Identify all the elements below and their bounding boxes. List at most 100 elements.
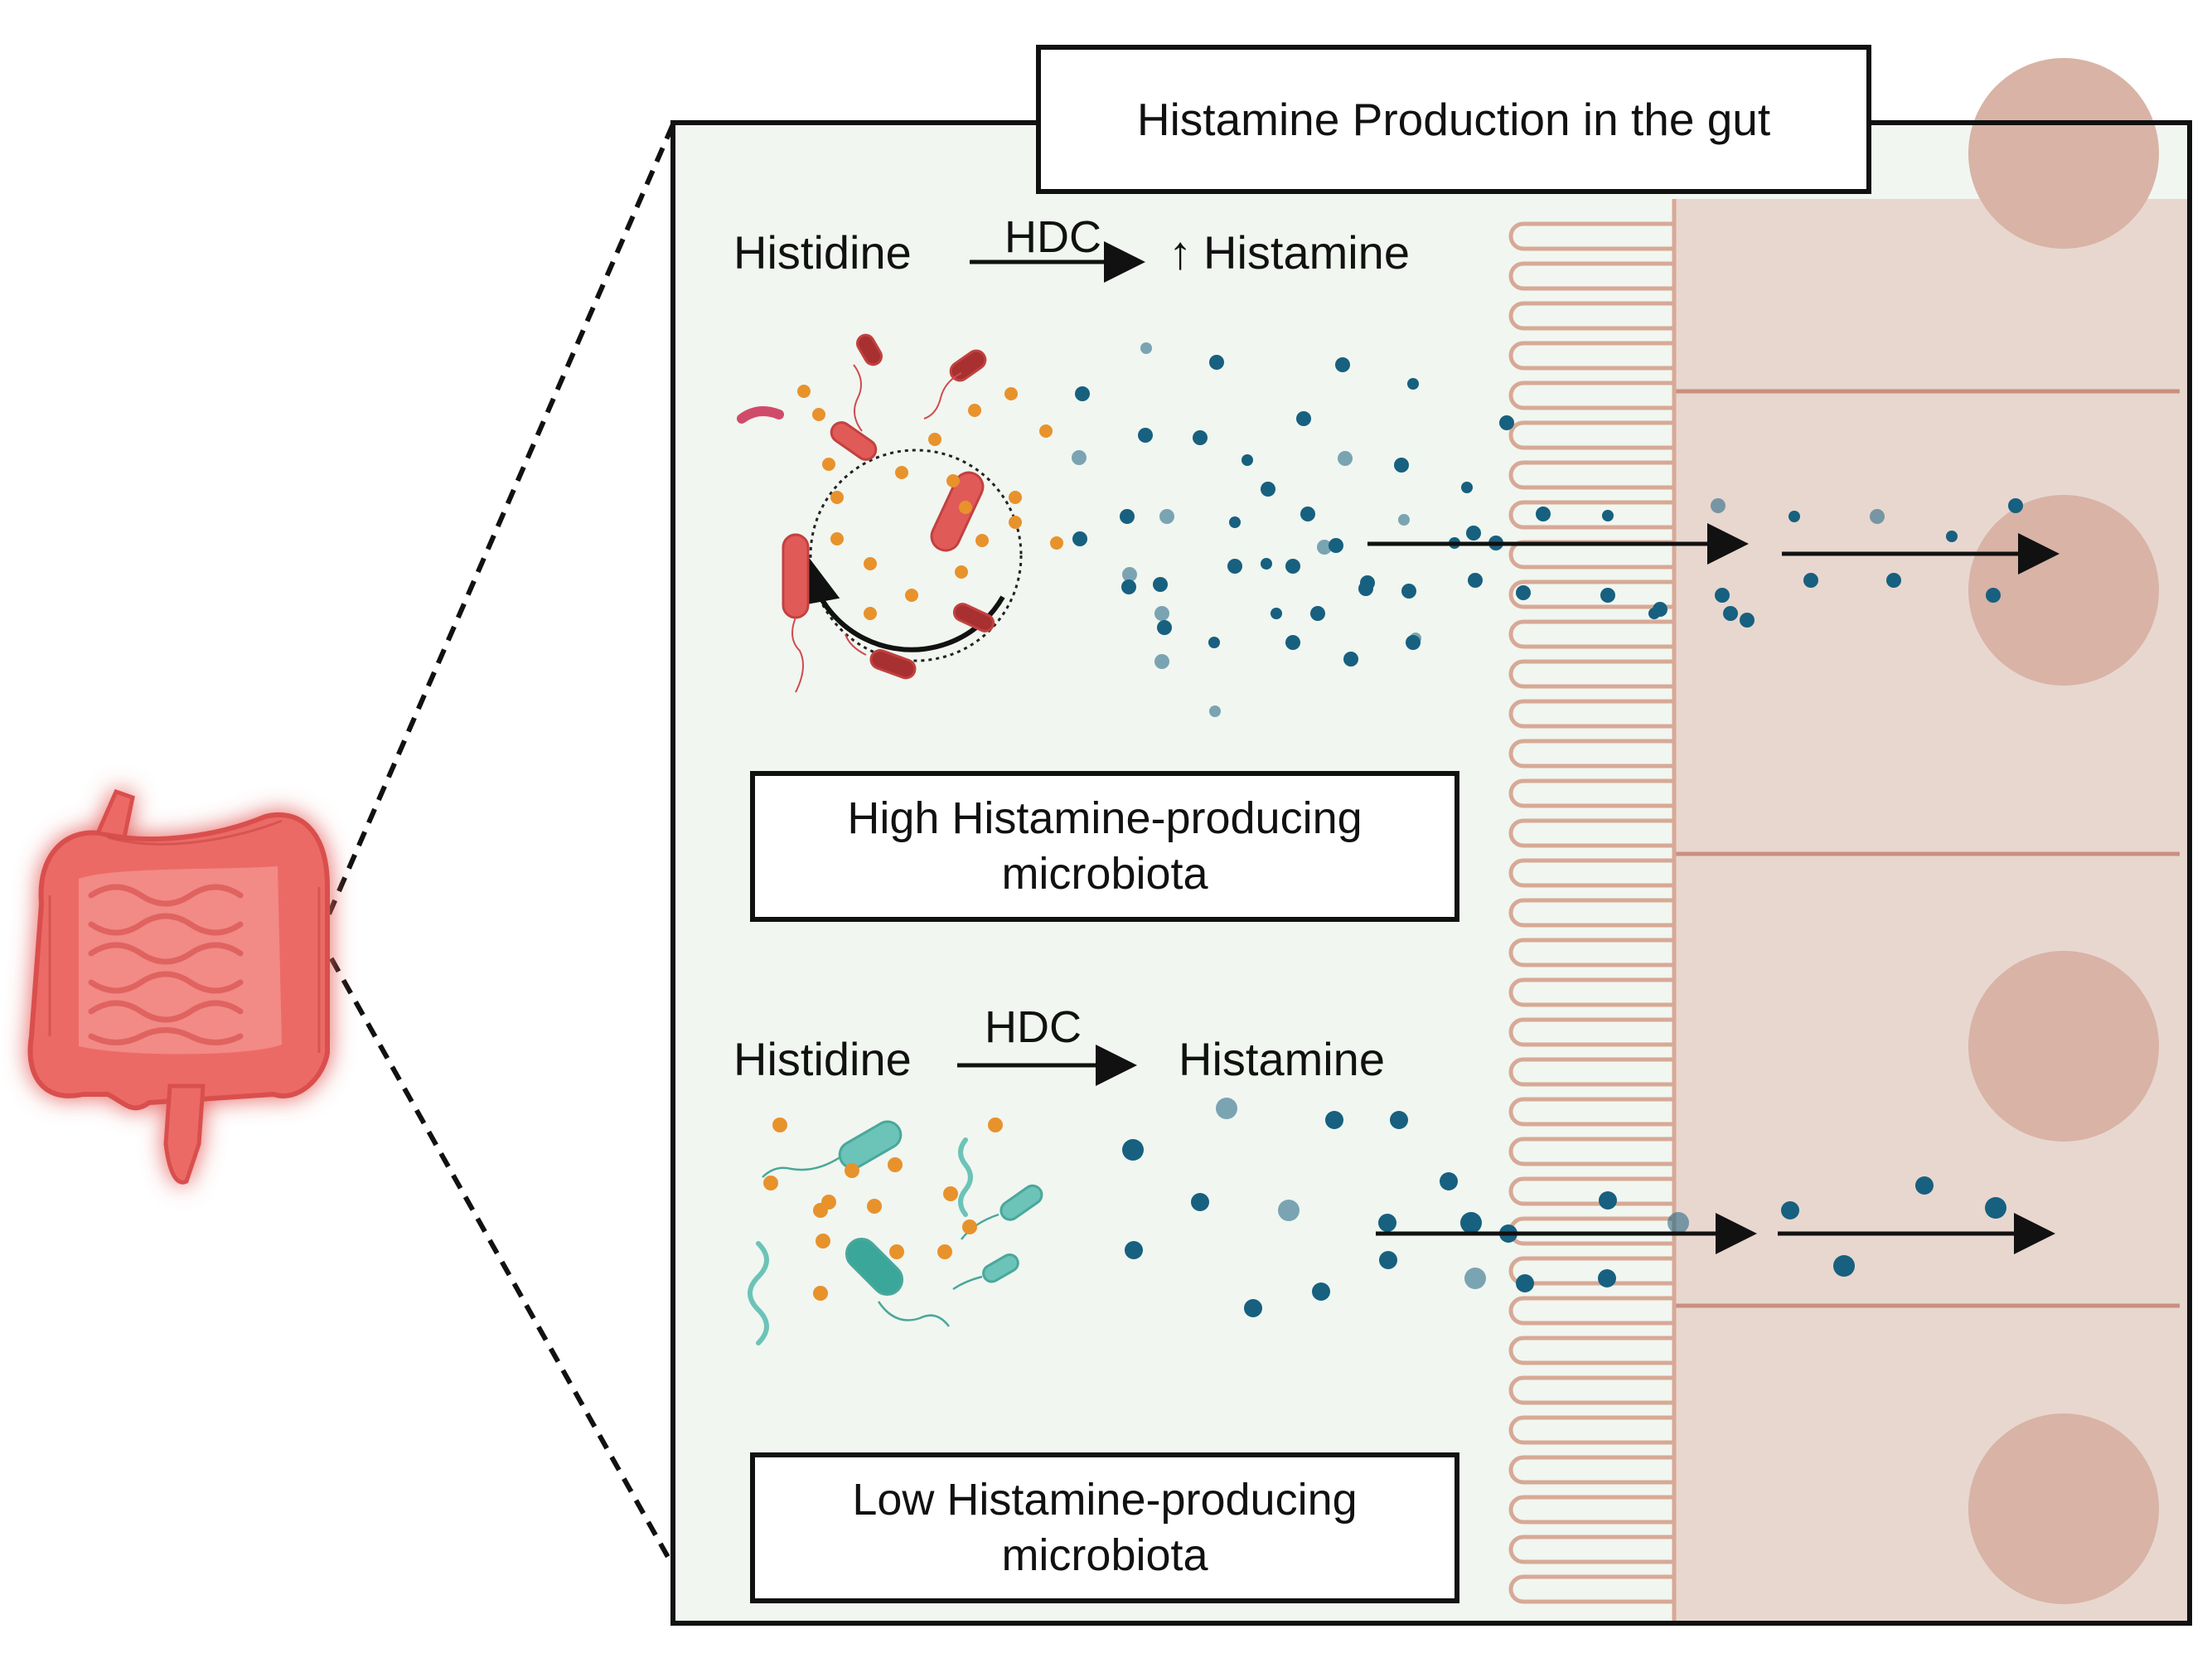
microvillus — [1508, 898, 1674, 928]
bacterium — [737, 406, 784, 424]
histamine-molecule — [1335, 357, 1350, 372]
histamine-molecule — [1401, 584, 1416, 599]
histamine-molecule — [1915, 1176, 1934, 1195]
histamine-molecule — [1325, 1111, 1343, 1129]
histamine-molecule — [1667, 1212, 1689, 1234]
histamine-molecule — [1440, 1172, 1458, 1190]
histamine-molecule — [1466, 526, 1481, 541]
histidine-molecule — [888, 1157, 903, 1172]
histidine-molecule — [772, 1118, 787, 1132]
histamine-molecule — [1781, 1201, 1799, 1219]
microvillus — [1508, 301, 1674, 331]
histamine-molecule — [1227, 559, 1242, 574]
bacterium — [838, 1120, 903, 1170]
low-enzyme-label: HDC — [985, 1002, 1082, 1052]
histidine-molecule — [889, 1244, 904, 1259]
histamine-molecule — [1310, 606, 1325, 621]
bacterium — [748, 1241, 769, 1345]
bacterium — [982, 1253, 1019, 1283]
histamine-molecule — [1121, 579, 1136, 594]
histidine-molecule — [988, 1118, 1003, 1132]
high-caption-line1: High Histamine-producing — [847, 793, 1363, 843]
histamine-molecule — [1886, 573, 1901, 588]
zoom-line-top — [317, 123, 675, 938]
bacterium — [1000, 1184, 1043, 1221]
histidine-molecule — [830, 532, 844, 545]
histamine-molecule — [1516, 585, 1531, 600]
histamine-molecule — [1261, 482, 1275, 497]
histidine-molecule — [763, 1176, 778, 1190]
histamine-molecule — [1140, 342, 1152, 354]
histidine-molecule — [797, 385, 811, 398]
microvillus — [1508, 460, 1674, 490]
microvillus — [1508, 938, 1674, 967]
histamine-molecule — [1157, 620, 1172, 635]
histamine-molecule — [1075, 386, 1090, 401]
histidine-molecule — [864, 557, 877, 570]
histidine-molecule — [928, 433, 941, 446]
histamine-molecule — [1208, 637, 1220, 648]
histamine-molecule — [1317, 540, 1332, 555]
microvillus — [1508, 1535, 1674, 1564]
histamine-molecule — [1394, 458, 1409, 473]
bacterium — [869, 649, 917, 680]
histamine-molecule — [1379, 1251, 1397, 1269]
low-caption-line2: microbiota — [1001, 1530, 1208, 1580]
histidine-molecule — [946, 474, 960, 487]
histamine-molecule — [1985, 1197, 2006, 1219]
histidine-molecule — [937, 1244, 952, 1259]
histidine-molecule — [813, 1203, 828, 1218]
microvillus — [1508, 778, 1674, 808]
histamine-molecule — [1946, 531, 1958, 542]
histamine-molecule — [1229, 516, 1241, 528]
histamine-molecule — [1312, 1282, 1330, 1301]
histidine-molecule — [1039, 424, 1053, 438]
microvillus — [1508, 381, 1674, 410]
histamine-molecule — [1072, 531, 1087, 546]
histamine-molecule — [1343, 652, 1358, 667]
bacterium — [958, 1137, 973, 1217]
nucleus — [1968, 58, 2159, 249]
microvillus — [1508, 261, 1674, 291]
zoom-line-bottom — [317, 935, 709, 1627]
low-caption-line1: Low Histamine-producing — [852, 1474, 1358, 1525]
microvillus — [1508, 1495, 1674, 1525]
microvillus — [1508, 818, 1674, 848]
transport-arrows — [1367, 523, 2060, 1254]
histamine-molecule — [1602, 510, 1614, 521]
microvillus — [1508, 1057, 1674, 1087]
high-caption-box: High Histamine-producing microbiota — [750, 771, 1459, 922]
high-caption-line2: microbiota — [1001, 849, 1208, 899]
histamine-molecule — [1329, 538, 1343, 553]
histamine-molecule — [1242, 454, 1253, 466]
histamine-molecule — [1122, 567, 1137, 582]
histamine-molecule — [1600, 588, 1615, 603]
histamine-molecule — [1653, 602, 1667, 617]
histamine-molecule — [1122, 1139, 1144, 1161]
histamine-molecule — [1723, 606, 1738, 621]
histidine-molecule — [968, 404, 981, 417]
page-title: Histamine Production in the gut — [1136, 93, 1771, 145]
histamine-molecule — [1296, 411, 1311, 426]
histamine-molecule — [1261, 558, 1272, 570]
high-histamine-bacteria — [737, 333, 1023, 693]
histidine-molecule — [959, 501, 972, 514]
histamine-molecule — [1271, 608, 1282, 619]
histamine-molecule — [1138, 428, 1153, 443]
microvillus — [1508, 699, 1674, 729]
histamine-molecule — [1788, 511, 1800, 522]
histidine-molecule — [822, 458, 835, 471]
microvillus — [1508, 341, 1674, 371]
histamine-molecule — [1599, 1191, 1617, 1210]
histidine-molecule — [1050, 536, 1063, 550]
histamine-molecule — [1216, 1098, 1237, 1119]
histamine-molecule — [1390, 1111, 1408, 1129]
histidine-molecule — [895, 466, 908, 479]
microvillus — [1508, 1017, 1674, 1047]
histamine-molecule — [1516, 1274, 1534, 1292]
histamine-molecule — [1072, 450, 1087, 465]
histidine-molecule — [1009, 491, 1022, 504]
microvillus — [1508, 1097, 1674, 1127]
histamine-molecule — [1833, 1255, 1855, 1277]
nucleus — [1968, 951, 2159, 1142]
